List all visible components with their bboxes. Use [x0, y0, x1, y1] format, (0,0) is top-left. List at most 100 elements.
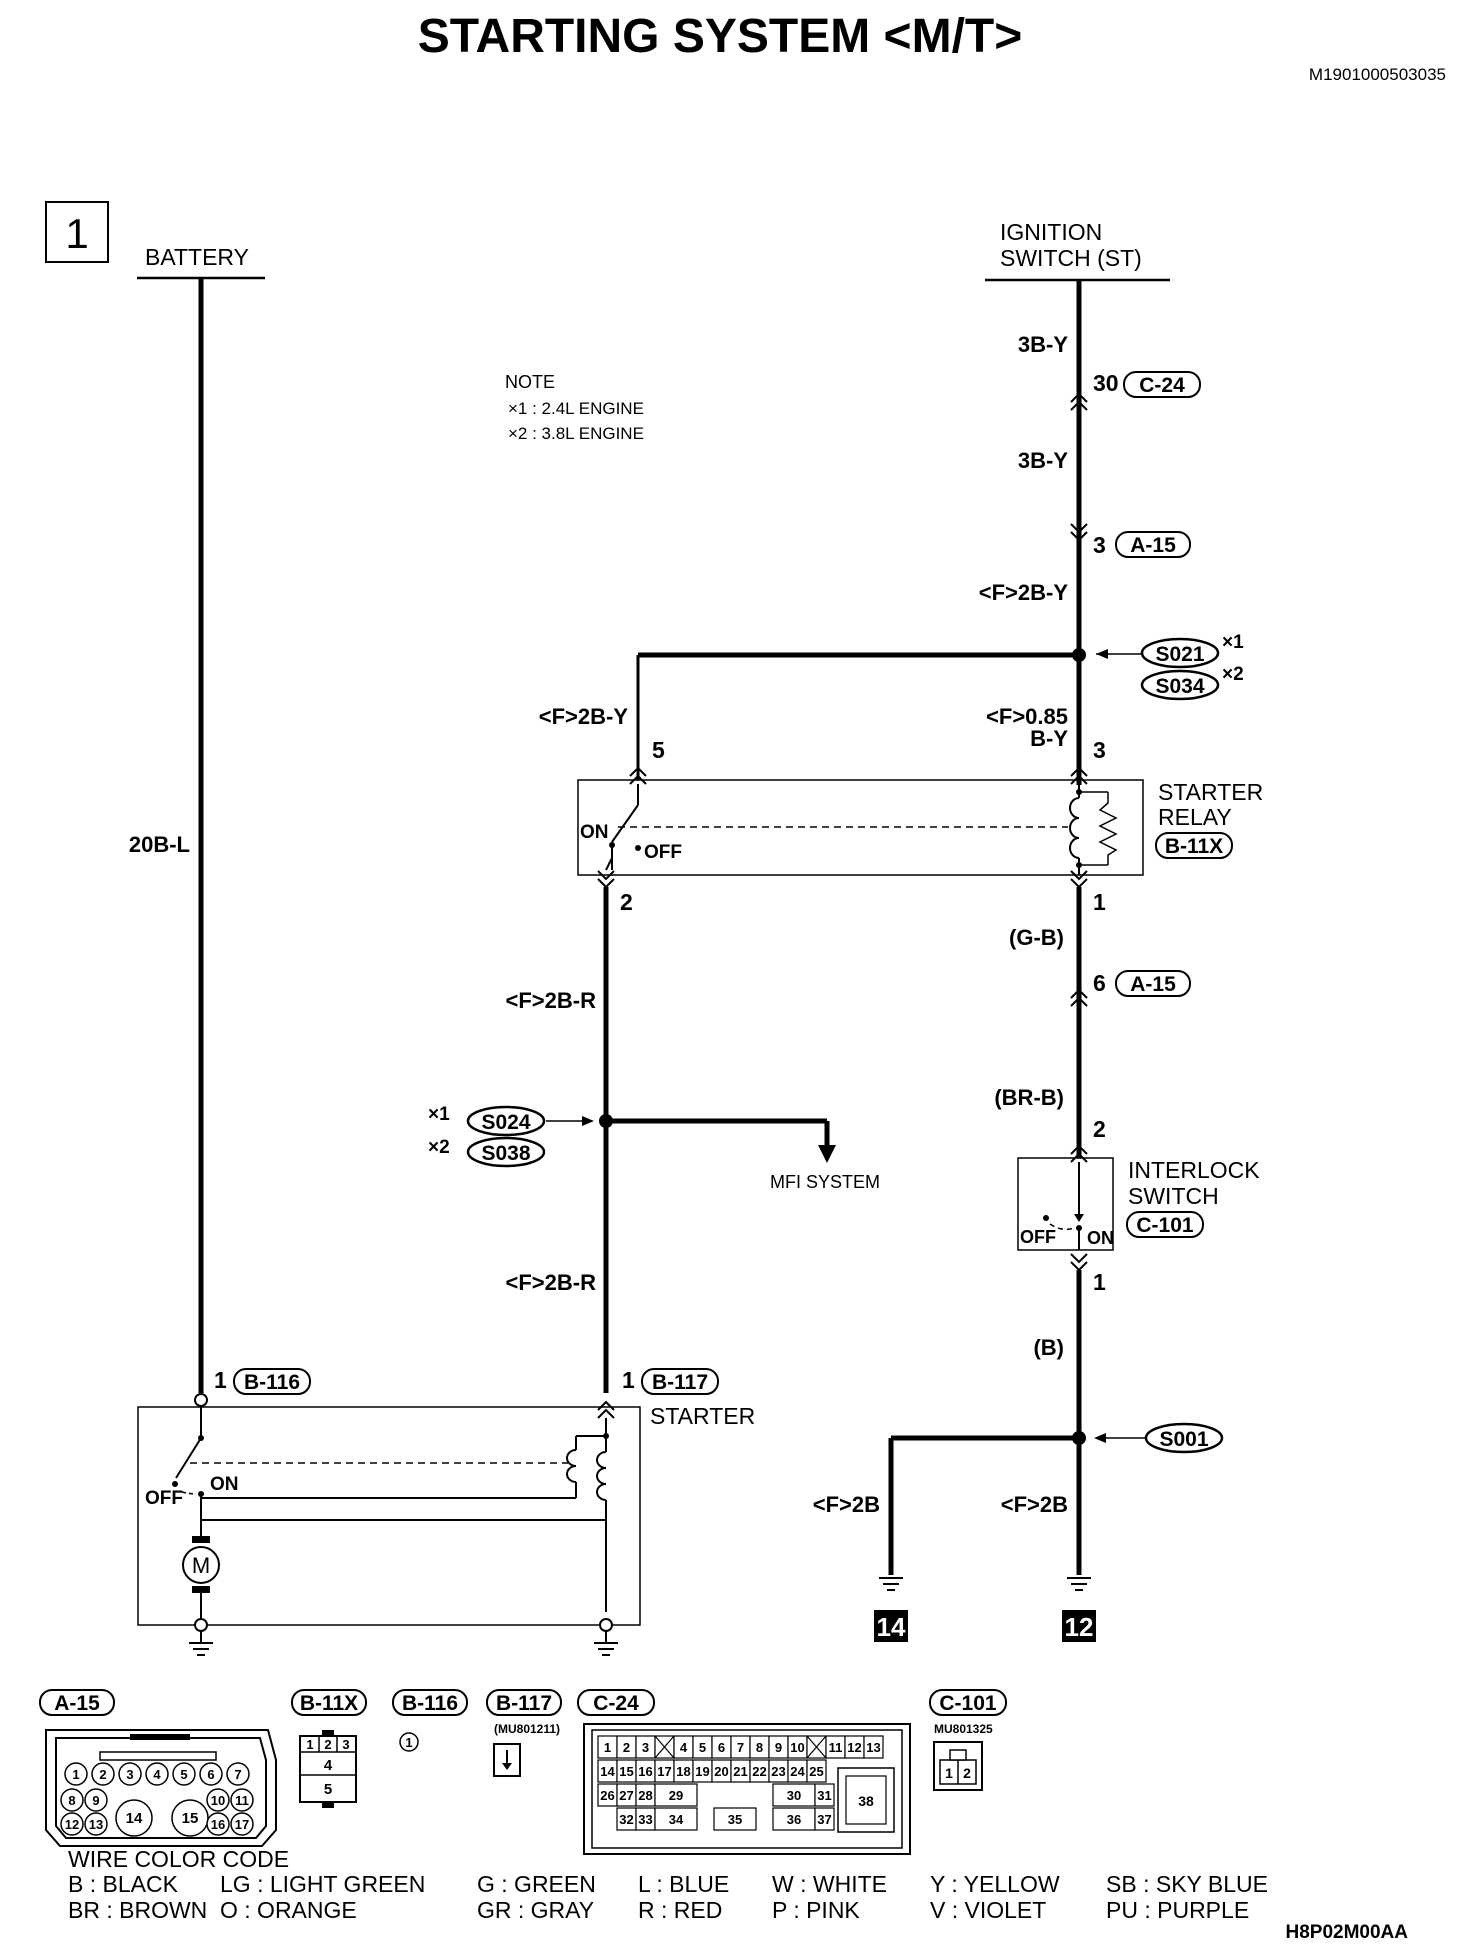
- b117-terminal-chevron: [597, 1400, 615, 1419]
- b116-terminal: [194, 1393, 208, 1407]
- wire-label-f2b-y-left: <F>2B-Y: [539, 704, 629, 729]
- a15-pin-circle: [230, 1788, 254, 1812]
- b11x-pin-2: 2: [324, 1737, 331, 1752]
- wire-label-f085-b-y: B-Y: [1030, 726, 1068, 751]
- a15-connector-tag-top: [1115, 531, 1191, 558]
- wire-label-br-b: (BR-B): [994, 1085, 1064, 1110]
- mfi-arrow: [818, 1145, 836, 1163]
- c24-pin-label: 11: [829, 1740, 843, 1755]
- a15-pin-label: 1: [72, 1767, 79, 1782]
- splice-s001-tag: [1144, 1422, 1224, 1454]
- c24-pin-label: 14: [600, 1764, 615, 1779]
- legend-entry: L : BLUE: [638, 1871, 729, 1897]
- a15-pin-label: 6: [207, 1767, 214, 1782]
- a15-pin-circle: [115, 1799, 153, 1837]
- starter-coil-a: [566, 1449, 577, 1483]
- wire-label-b: (B): [1033, 1335, 1064, 1360]
- c24-pin-label: 32: [619, 1812, 633, 1827]
- wire-label-f2b-r-lower: <F>2B-R: [506, 1270, 597, 1295]
- c24-pin-label: 19: [695, 1764, 709, 1779]
- legend-entry: SB : SKY BLUE: [1106, 1871, 1268, 1897]
- relay-switch-blade: [611, 804, 639, 843]
- c24-pin-label: 22: [752, 1764, 766, 1779]
- c101-connector-label: C-101: [1136, 1214, 1194, 1237]
- star-s034: ×2: [1222, 664, 1244, 685]
- legend-entry: LG : LIGHT GREEN: [220, 1871, 425, 1897]
- splice-s021-dot: [1072, 648, 1086, 662]
- c24-pin-label: 36: [787, 1812, 801, 1827]
- a15-pin-circle: [91, 1762, 115, 1786]
- ignition-switch-label-1: IGNITION: [1000, 219, 1102, 245]
- b11x-connector-tag: [1155, 832, 1233, 859]
- b11x-pin-1: 1: [306, 1737, 313, 1752]
- interlock-mechanical-link: [1049, 1223, 1075, 1231]
- b116-connector-tag: [233, 1368, 311, 1395]
- ground-symbol-14: [879, 1577, 903, 1591]
- wire-label-3b-y-top: 3B-Y: [1018, 332, 1068, 357]
- motor-brush-bottom: [192, 1586, 210, 1593]
- c24-pin-label: 12: [847, 1740, 861, 1755]
- a15-connector-tag-lower: [1115, 970, 1191, 997]
- c24-pin-cell: [654, 1807, 698, 1831]
- s024-pointer-arrow: [582, 1116, 594, 1126]
- c101-detail-tag: [929, 1689, 1007, 1716]
- ignition-switch-label-2: SWITCH (ST): [1000, 245, 1142, 271]
- legend-entry: P : PINK: [772, 1897, 860, 1923]
- star-s021: ×1: [1222, 632, 1244, 653]
- a15-pin-circle: [230, 1812, 254, 1836]
- wire-label-f2b-right: <F>2B: [1001, 1492, 1068, 1517]
- splice-s034-label: S034: [1155, 675, 1204, 698]
- c24-pin-label: 2: [623, 1740, 630, 1755]
- c24-pin-label: 13: [866, 1740, 880, 1755]
- b11x-detail-tag: [291, 1689, 367, 1716]
- interlock-contact-off: [1043, 1215, 1049, 1221]
- a15-pin-circle: [60, 1788, 84, 1812]
- splice-s038-label: S038: [481, 1142, 530, 1165]
- b117-pin-1: 1: [622, 1367, 635, 1393]
- splice-s038-tag: [466, 1136, 546, 1168]
- b11x-detail-label: B-11X: [300, 1692, 358, 1715]
- b116-detail-tag: [392, 1689, 468, 1716]
- starter-mechanical-link: [181, 1491, 197, 1495]
- c24-detail-tag: [577, 1689, 655, 1716]
- motor-label: M: [192, 1553, 210, 1578]
- relay-pin-3: 3: [1093, 737, 1106, 763]
- page-number: 1: [65, 210, 88, 257]
- c24-pin-label: 1: [604, 1740, 611, 1755]
- c24-pin-label: 34: [669, 1812, 684, 1827]
- b11x-connector-label: B-11X: [1165, 835, 1223, 858]
- c101-part-number: MU801325: [934, 1722, 993, 1736]
- c24-pin-label: 27: [619, 1788, 633, 1803]
- c24-connector-chevron: [1070, 392, 1088, 411]
- starter-coil-b: [596, 1451, 607, 1501]
- b11x-connector-face: [299, 1730, 357, 1808]
- relay-node-top: [1076, 789, 1082, 795]
- ground-14-box: [874, 1610, 908, 1642]
- b11x-pin-4: 4: [324, 1757, 333, 1774]
- b116-detail-label: B-116: [402, 1692, 458, 1715]
- a15-detail-tag: [39, 1689, 115, 1716]
- legend-entry: PU : PURPLE: [1106, 1897, 1249, 1923]
- c24-pin-label: 17: [657, 1764, 671, 1779]
- document-id: M1901000503035: [1309, 65, 1446, 84]
- interlock-off-label: OFF: [1020, 1227, 1056, 1247]
- relay-on-label: ON: [580, 822, 609, 843]
- a15-connector-label-lower: A-15: [1130, 973, 1176, 996]
- b116-pin-1: 1: [214, 1367, 227, 1393]
- wire-label-3b-y-mid: 3B-Y: [1018, 448, 1068, 473]
- a15-connector-label-top: A-15: [1130, 534, 1176, 557]
- ground-12-label: 12: [1065, 1612, 1094, 1642]
- c24-pin-label: 24: [790, 1764, 805, 1779]
- a15-pin-label: 2: [99, 1767, 106, 1782]
- starter-contact-off: [172, 1481, 178, 1487]
- c24-pin-label: 33: [638, 1812, 652, 1827]
- b116-pin-label: 1: [405, 1735, 412, 1750]
- a15-pin-label: 7: [234, 1767, 241, 1782]
- starter-relay-label-2: RELAY: [1158, 804, 1232, 830]
- a15-pin-label: 10: [211, 1793, 225, 1808]
- b116-connector-label: B-116: [244, 1371, 300, 1394]
- c101-connector-face: [933, 1741, 983, 1791]
